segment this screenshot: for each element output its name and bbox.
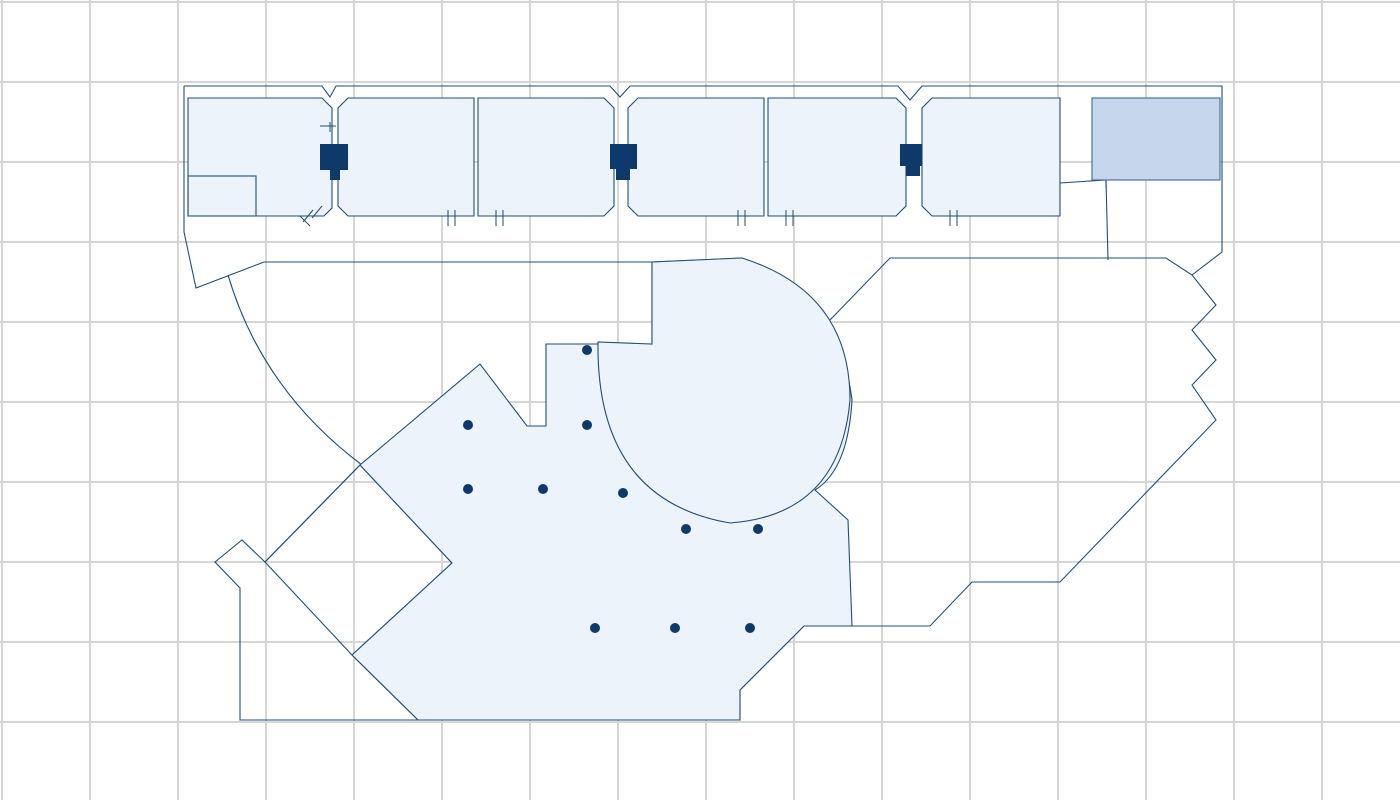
column — [538, 484, 548, 494]
upper-rooms — [187, 97, 1221, 217]
column — [618, 488, 628, 498]
stair-core[interactable] — [330, 168, 340, 180]
room-6[interactable] — [921, 97, 1061, 217]
column — [753, 524, 763, 534]
door-mark — [302, 209, 314, 223]
room-1[interactable] — [187, 97, 333, 217]
stair-core[interactable] — [616, 167, 630, 180]
structural-columns — [463, 345, 763, 633]
north-corridor-outline — [184, 85, 1223, 276]
column — [582, 345, 592, 355]
column — [670, 623, 680, 633]
room-1-closet — [187, 175, 257, 217]
west-curved-wall — [227, 274, 363, 466]
column — [590, 623, 600, 633]
column — [463, 420, 473, 430]
room-7[interactable] — [1091, 97, 1221, 181]
room-2[interactable] — [337, 97, 475, 217]
door-marks — [299, 122, 958, 227]
room-5[interactable] — [767, 97, 907, 217]
room-3[interactable] — [477, 97, 615, 217]
stair-core[interactable] — [906, 164, 920, 176]
stair-core[interactable] — [900, 144, 922, 166]
circular-atrium[interactable] — [597, 257, 851, 524]
stair-cores — [320, 144, 922, 180]
column — [745, 623, 755, 633]
column — [681, 524, 691, 534]
stair-core[interactable] — [610, 144, 637, 169]
room-4[interactable] — [627, 97, 765, 217]
east-wing-outline — [214, 257, 1217, 721]
column — [463, 484, 473, 494]
door-mark — [311, 205, 323, 219]
column — [582, 420, 592, 430]
door-mark — [299, 215, 311, 227]
service-link — [1059, 179, 1109, 261]
stair-core[interactable] — [320, 144, 348, 170]
north-corridor-west-edge — [183, 86, 652, 289]
